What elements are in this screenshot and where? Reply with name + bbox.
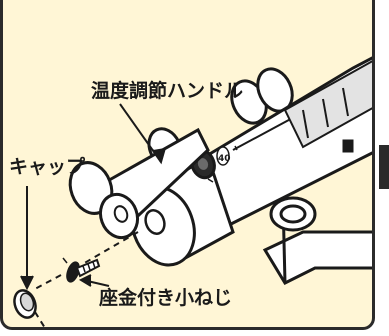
diagram-panel: 40 — [0, 0, 375, 330]
assembly-guide-line — [32, 231, 139, 327]
leader-lines — [20, 103, 166, 291]
label-washer-screw: 座金付き小ねじ — [99, 287, 233, 309]
faucet-illustration: 40 — [13, 56, 372, 327]
side-tab-marker — [379, 145, 389, 189]
cap-icon — [13, 289, 37, 319]
screw-icon — [62, 257, 101, 283]
scale-mark-text: 40 — [218, 154, 231, 164]
wall-bracket — [262, 196, 372, 285]
label-temperature-handle: 温度調節ハンドル — [91, 80, 244, 102]
label-cap: キャップ — [9, 156, 86, 178]
